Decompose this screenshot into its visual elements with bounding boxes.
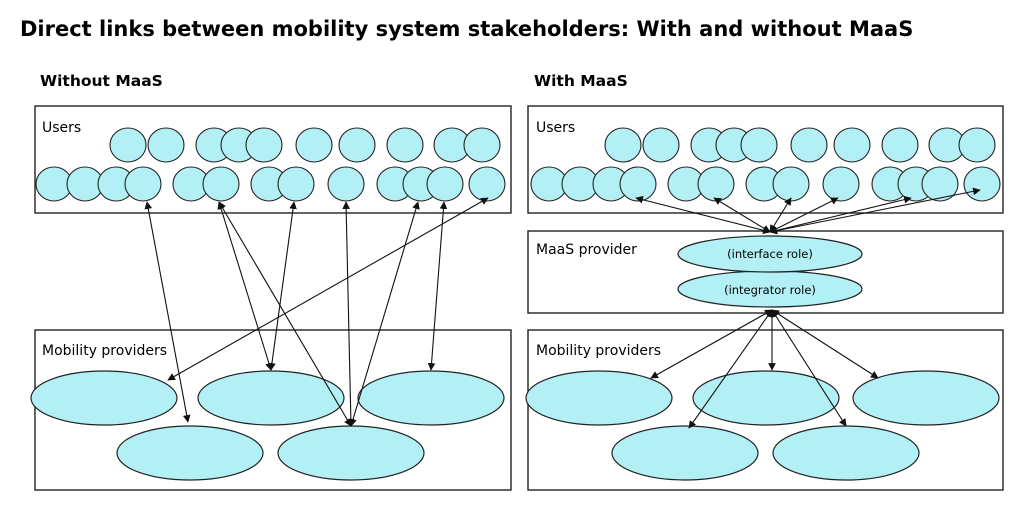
user-circle: [109, 127, 147, 163]
panel-title-with-maas: With MaaS: [534, 72, 628, 90]
mobility-provider-ellipse: [772, 425, 920, 481]
mobility-provider-ellipse: [357, 370, 505, 426]
link-arrow: [688, 309, 773, 429]
mobility-provider-ellipse: [30, 370, 178, 426]
mobility-provider-ellipse: [852, 370, 1000, 426]
users-label-without: Users: [42, 120, 81, 136]
user-circle: [327, 166, 365, 202]
link-arrow: [771, 309, 879, 379]
user-group-without: [35, 127, 506, 202]
user-circle: [463, 127, 501, 163]
providers-label-with: Mobility providers: [536, 343, 661, 359]
user-circle: [245, 127, 283, 163]
integrator-role-label: (integrator role): [724, 283, 816, 297]
user-circle: [338, 127, 376, 163]
users-label-with: Users: [536, 120, 575, 136]
user-group-with: [530, 127, 1001, 202]
panel-with-maas: With MaaS Users MaaS provider (interface…: [525, 72, 1004, 491]
user-circle: [822, 166, 860, 202]
providers-label-without: Mobility providers: [42, 343, 167, 359]
user-circle: [426, 166, 464, 202]
user-circle: [697, 166, 735, 202]
user-circle: [604, 127, 642, 163]
mobility-provider-ellipse: [611, 425, 759, 481]
user-circle: [277, 166, 315, 202]
user-circle: [881, 127, 919, 163]
user-circle: [790, 127, 828, 163]
user-circle: [468, 166, 506, 202]
user-circle: [740, 127, 778, 163]
user-circle: [147, 127, 185, 163]
mobility-provider-ellipse: [277, 425, 425, 481]
user-circle: [619, 166, 657, 202]
maas-provider-label: MaaS provider: [536, 242, 637, 258]
link-arrow: [769, 187, 981, 235]
user-circle: [958, 127, 996, 163]
interface-role-label: (interface role): [727, 247, 813, 261]
mobility-provider-ellipse: [525, 370, 673, 426]
user-circle: [772, 166, 810, 202]
user-circle: [295, 127, 333, 163]
user-circle: [124, 166, 162, 202]
user-circle: [202, 166, 240, 202]
link-arrow: [167, 197, 489, 381]
link-arrow: [713, 197, 771, 233]
user-circle: [833, 127, 871, 163]
links-without-maas: [144, 197, 489, 427]
panel-title-without-maas: Without MaaS: [40, 72, 163, 90]
user-circle: [963, 166, 1001, 202]
user-circle: [386, 127, 424, 163]
mobility-provider-ellipse: [116, 425, 264, 481]
diagram-title: Direct links between mobility system sta…: [20, 17, 913, 41]
interface-role-ellipse: [677, 235, 863, 273]
panel-without-maas: Without MaaS Users Mobility providers: [30, 72, 512, 491]
user-circle: [642, 127, 680, 163]
links-with-maas: [635, 187, 981, 429]
mobility-provider-ellipse: [692, 370, 840, 426]
mobility-provider-ellipse: [197, 370, 345, 426]
